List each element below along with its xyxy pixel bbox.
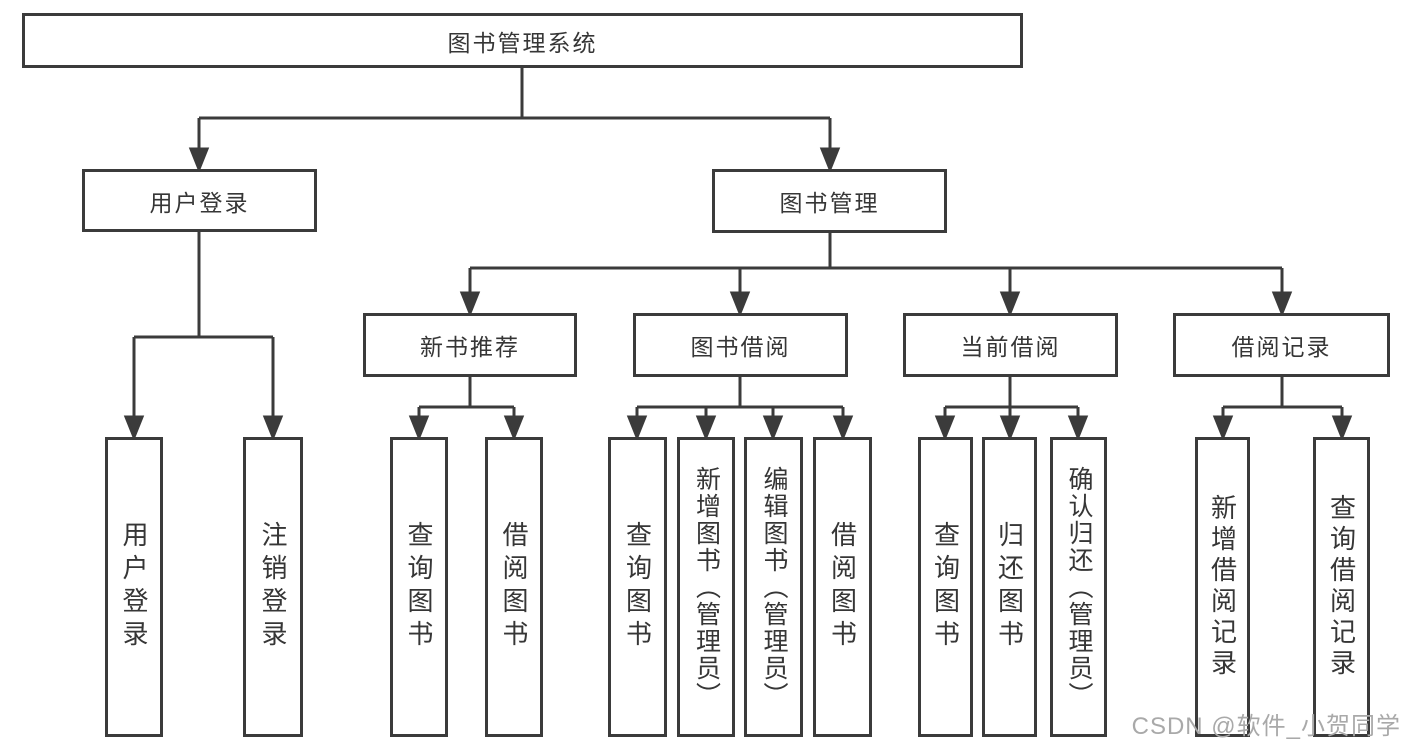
leaf-bb-query-book-label: 查询图书: [622, 521, 653, 653]
node-book-mgmt: 图书管理: [712, 169, 947, 233]
connector-book-mgmt-children: [459, 233, 1293, 318]
leaf-bb-borrow-book: 借阅图书: [813, 437, 872, 737]
node-root: 图书管理系统: [22, 13, 1023, 68]
leaf-user-login: 用户登录: [105, 437, 163, 737]
leaf-logout: 注销登录: [243, 437, 303, 737]
connector-root-to-level2: [188, 68, 841, 174]
node-current-borrow-label: 当前借阅: [960, 334, 1061, 360]
connector-borrow-record-children: [1212, 377, 1353, 442]
leaf-br-query-record: 查询借阅记录: [1313, 437, 1370, 737]
node-root-label: 图书管理系统: [447, 29, 598, 56]
leaf-rec-borrow-book: 借阅图书: [485, 437, 543, 737]
leaf-bb-query-book: 查询图书: [608, 437, 667, 737]
node-new-book-rec: 新书推荐: [363, 313, 577, 377]
leaf-rec-borrow-book-label: 借阅图书: [499, 521, 529, 653]
leaf-cb-return-book: 归还图书: [982, 437, 1037, 737]
connector-new-book-rec-children: [408, 377, 525, 442]
leaf-bb-add-book: 新增图书（管理员）: [677, 437, 735, 737]
leaf-bb-add-book-label: 新增图书（管理员）: [692, 465, 721, 709]
leaf-bb-borrow-book-label: 借阅图书: [827, 521, 858, 653]
leaf-bb-edit-book: 编辑图书（管理员）: [744, 437, 803, 737]
node-book-borrow-label: 图书借阅: [690, 334, 791, 360]
connector-current-borrow-children: [934, 377, 1089, 442]
node-borrow-record-label: 借阅记录: [1231, 334, 1332, 360]
csdn-watermark: CSDN @软件_小贺同学: [1131, 713, 1401, 740]
leaf-cb-return-book-label: 归还图书: [994, 521, 1025, 653]
leaf-user-login-label: 用户登录: [119, 521, 149, 653]
node-new-book-rec-label: 新书推荐: [420, 334, 520, 360]
leaf-bb-edit-book-label: 编辑图书（管理员）: [760, 465, 788, 709]
leaf-br-add-record-label: 新增借阅记录: [1207, 494, 1238, 680]
leaf-br-query-record-label: 查询借阅记录: [1326, 494, 1357, 680]
node-borrow-record: 借阅记录: [1173, 313, 1390, 377]
connector-book-borrow-children: [626, 377, 854, 442]
node-book-mgmt-label: 图书管理: [779, 190, 880, 216]
leaf-cb-query-book: 查询图书: [918, 437, 973, 737]
leaf-cb-query-book-label: 查询图书: [930, 521, 961, 653]
leaf-cb-confirm-return-label: 确认归还（管理员）: [1065, 465, 1093, 709]
connector-user-login-children: [123, 232, 284, 442]
leaf-br-add-record: 新增借阅记录: [1195, 437, 1250, 737]
leaf-cb-confirm-return: 确认归还（管理员）: [1050, 437, 1107, 737]
leaf-rec-query-book: 查询图书: [390, 437, 448, 737]
node-current-borrow: 当前借阅: [903, 313, 1118, 377]
leaf-rec-query-book-label: 查询图书: [404, 521, 434, 653]
node-user-login: 用户登录: [82, 169, 317, 232]
node-book-borrow: 图书借阅: [633, 313, 848, 377]
leaf-logout-label: 注销登录: [258, 521, 288, 653]
node-user-login-label: 用户登录: [149, 189, 250, 216]
